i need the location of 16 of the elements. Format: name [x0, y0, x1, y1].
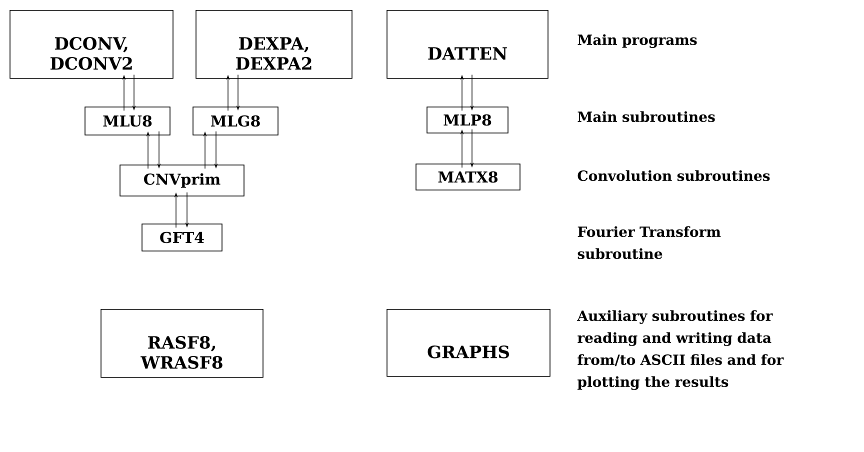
subroutine-box: MLG8 [192, 106, 278, 136]
subroutine-box: GFT4 [142, 224, 222, 252]
program-box: GRAPHS [386, 309, 550, 377]
program-box: DEXPA, DEXPA2 [196, 10, 352, 79]
subroutine-box: MATX8 [416, 164, 520, 190]
level-label: Convolution subroutines [578, 170, 770, 182]
subroutine-box: MLP8 [426, 106, 508, 134]
subroutine-box: MLU8 [84, 106, 170, 136]
program-box: DATTEN [386, 10, 548, 79]
level-label: Main programs [578, 34, 697, 48]
subroutine-box: CNVprim [120, 164, 244, 196]
level-label: Auxiliary subroutines for reading and writing data from/to ASCII files and for plotting the results [577, 310, 784, 390]
level-label: Fourier Transform subroutine [578, 226, 721, 260]
level-label: Main subroutines [578, 111, 715, 122]
program-box: DCONV, DCONV2 [10, 10, 174, 79]
program-box: RASF8, WRASF8 [100, 309, 264, 378]
